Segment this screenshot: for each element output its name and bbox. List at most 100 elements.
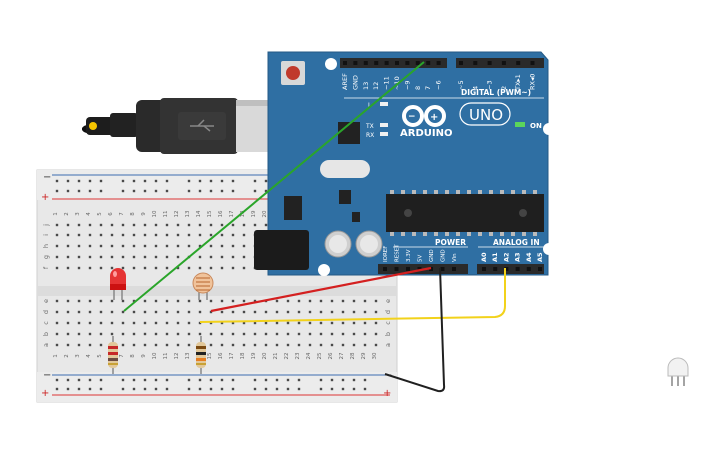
breadboard-hole[interactable] xyxy=(55,189,59,193)
breadboard-hole[interactable] xyxy=(55,299,59,303)
breadboard-hole[interactable] xyxy=(242,244,246,248)
breadboard-hole[interactable] xyxy=(143,321,147,325)
breadboard-hole[interactable] xyxy=(176,233,180,237)
breadboard-hole[interactable] xyxy=(341,343,345,347)
breadboard-hole[interactable] xyxy=(165,255,169,259)
breadboard-hole[interactable] xyxy=(99,255,103,259)
breadboard-hole[interactable] xyxy=(88,332,92,336)
breadboard-hole[interactable] xyxy=(330,321,334,325)
breadboard-hole[interactable] xyxy=(198,233,202,237)
breadboard-hole[interactable] xyxy=(132,299,136,303)
breadboard-hole[interactable] xyxy=(352,310,356,314)
breadboard-hole[interactable] xyxy=(187,266,191,270)
breadboard-hole[interactable] xyxy=(121,387,125,391)
breadboard-hole[interactable] xyxy=(187,332,191,336)
breadboard-hole[interactable] xyxy=(66,255,70,259)
breadboard-hole[interactable] xyxy=(198,255,202,259)
breadboard-hole[interactable] xyxy=(297,387,301,391)
breadboard-hole[interactable] xyxy=(220,299,224,303)
breadboard-hole[interactable] xyxy=(165,343,169,347)
breadboard-hole[interactable] xyxy=(374,310,378,314)
breadboard-hole[interactable] xyxy=(286,299,290,303)
reset-button-cap[interactable] xyxy=(286,66,300,80)
power-jack[interactable] xyxy=(254,230,309,270)
breadboard-hole[interactable] xyxy=(176,255,180,259)
breadboard-hole[interactable] xyxy=(154,310,158,314)
breadboard-hole[interactable] xyxy=(187,343,191,347)
breadboard-hole[interactable] xyxy=(176,310,180,314)
breadboard-hole[interactable] xyxy=(66,299,70,303)
breadboard-hole[interactable] xyxy=(220,255,224,259)
breadboard-hole[interactable] xyxy=(132,378,136,382)
breadboard-hole[interactable] xyxy=(231,223,235,227)
breadboard-hole[interactable] xyxy=(88,321,92,325)
digital-pin[interactable] xyxy=(487,61,492,65)
breadboard-hole[interactable] xyxy=(77,189,81,193)
breadboard-hole[interactable] xyxy=(242,310,246,314)
breadboard-hole[interactable] xyxy=(264,223,268,227)
breadboard-hole[interactable] xyxy=(363,321,367,325)
breadboard-hole[interactable] xyxy=(88,310,92,314)
breadboard-hole[interactable] xyxy=(286,332,290,336)
breadboard-hole[interactable] xyxy=(264,378,268,382)
breadboard-hole[interactable] xyxy=(55,378,59,382)
breadboard-hole[interactable] xyxy=(374,321,378,325)
breadboard-hole[interactable] xyxy=(198,189,202,193)
breadboard-hole[interactable] xyxy=(88,179,92,183)
breadboard-hole[interactable] xyxy=(242,321,246,325)
breadboard-hole[interactable] xyxy=(143,299,147,303)
digital-pin[interactable] xyxy=(415,61,420,65)
usb-cable[interactable] xyxy=(82,98,280,154)
breadboard-hole[interactable] xyxy=(341,378,345,382)
breadboard-hole[interactable] xyxy=(176,299,180,303)
digital-pin[interactable] xyxy=(395,61,399,65)
breadboard-hole[interactable] xyxy=(66,310,70,314)
breadboard-hole[interactable] xyxy=(143,244,147,248)
breadboard-hole[interactable] xyxy=(220,189,224,193)
breadboard-hole[interactable] xyxy=(209,343,213,347)
breadboard-hole[interactable] xyxy=(99,223,103,227)
breadboard-hole[interactable] xyxy=(165,387,169,391)
breadboard-hole[interactable] xyxy=(55,179,59,183)
power-pin[interactable] xyxy=(383,267,387,271)
breadboard-hole[interactable] xyxy=(198,321,202,325)
breadboard-hole[interactable] xyxy=(55,255,59,259)
breadboard-hole[interactable] xyxy=(77,223,81,227)
breadboard-hole[interactable] xyxy=(143,343,147,347)
digital-pin[interactable] xyxy=(516,61,521,65)
breadboard-hole[interactable] xyxy=(286,343,290,347)
breadboard-hole[interactable] xyxy=(88,223,92,227)
breadboard-hole[interactable] xyxy=(165,321,169,325)
breadboard-hole[interactable] xyxy=(209,299,213,303)
breadboard-hole[interactable] xyxy=(165,233,169,237)
breadboard-hole[interactable] xyxy=(330,332,334,336)
breadboard-hole[interactable] xyxy=(264,343,268,347)
breadboard-hole[interactable] xyxy=(143,233,147,237)
breadboard-hole[interactable] xyxy=(231,233,235,237)
breadboard-hole[interactable] xyxy=(121,378,125,382)
breadboard-hole[interactable] xyxy=(66,343,70,347)
resistor[interactable] xyxy=(108,336,118,374)
digital-pin[interactable] xyxy=(426,61,431,65)
breadboard-hole[interactable] xyxy=(99,189,103,193)
breadboard-hole[interactable] xyxy=(231,189,235,193)
breadboard-hole[interactable] xyxy=(143,332,147,336)
breadboard-hole[interactable] xyxy=(132,332,136,336)
digital-pin[interactable] xyxy=(436,61,441,65)
breadboard-hole[interactable] xyxy=(88,343,92,347)
breadboard-hole[interactable] xyxy=(154,189,158,193)
wire-red[interactable] xyxy=(210,266,432,313)
breadboard-hole[interactable] xyxy=(231,266,235,270)
breadboard-hole[interactable] xyxy=(121,343,125,347)
breadboard-hole[interactable] xyxy=(154,343,158,347)
breadboard-hole[interactable] xyxy=(319,387,323,391)
breadboard-hole[interactable] xyxy=(121,244,125,248)
breadboard-hole[interactable] xyxy=(77,378,81,382)
breadboard-hole[interactable] xyxy=(231,387,235,391)
breadboard-hole[interactable] xyxy=(198,179,202,183)
breadboard-hole[interactable] xyxy=(297,343,301,347)
breadboard-hole[interactable] xyxy=(55,387,59,391)
breadboard-hole[interactable] xyxy=(209,321,213,325)
breadboard-hole[interactable] xyxy=(165,378,169,382)
